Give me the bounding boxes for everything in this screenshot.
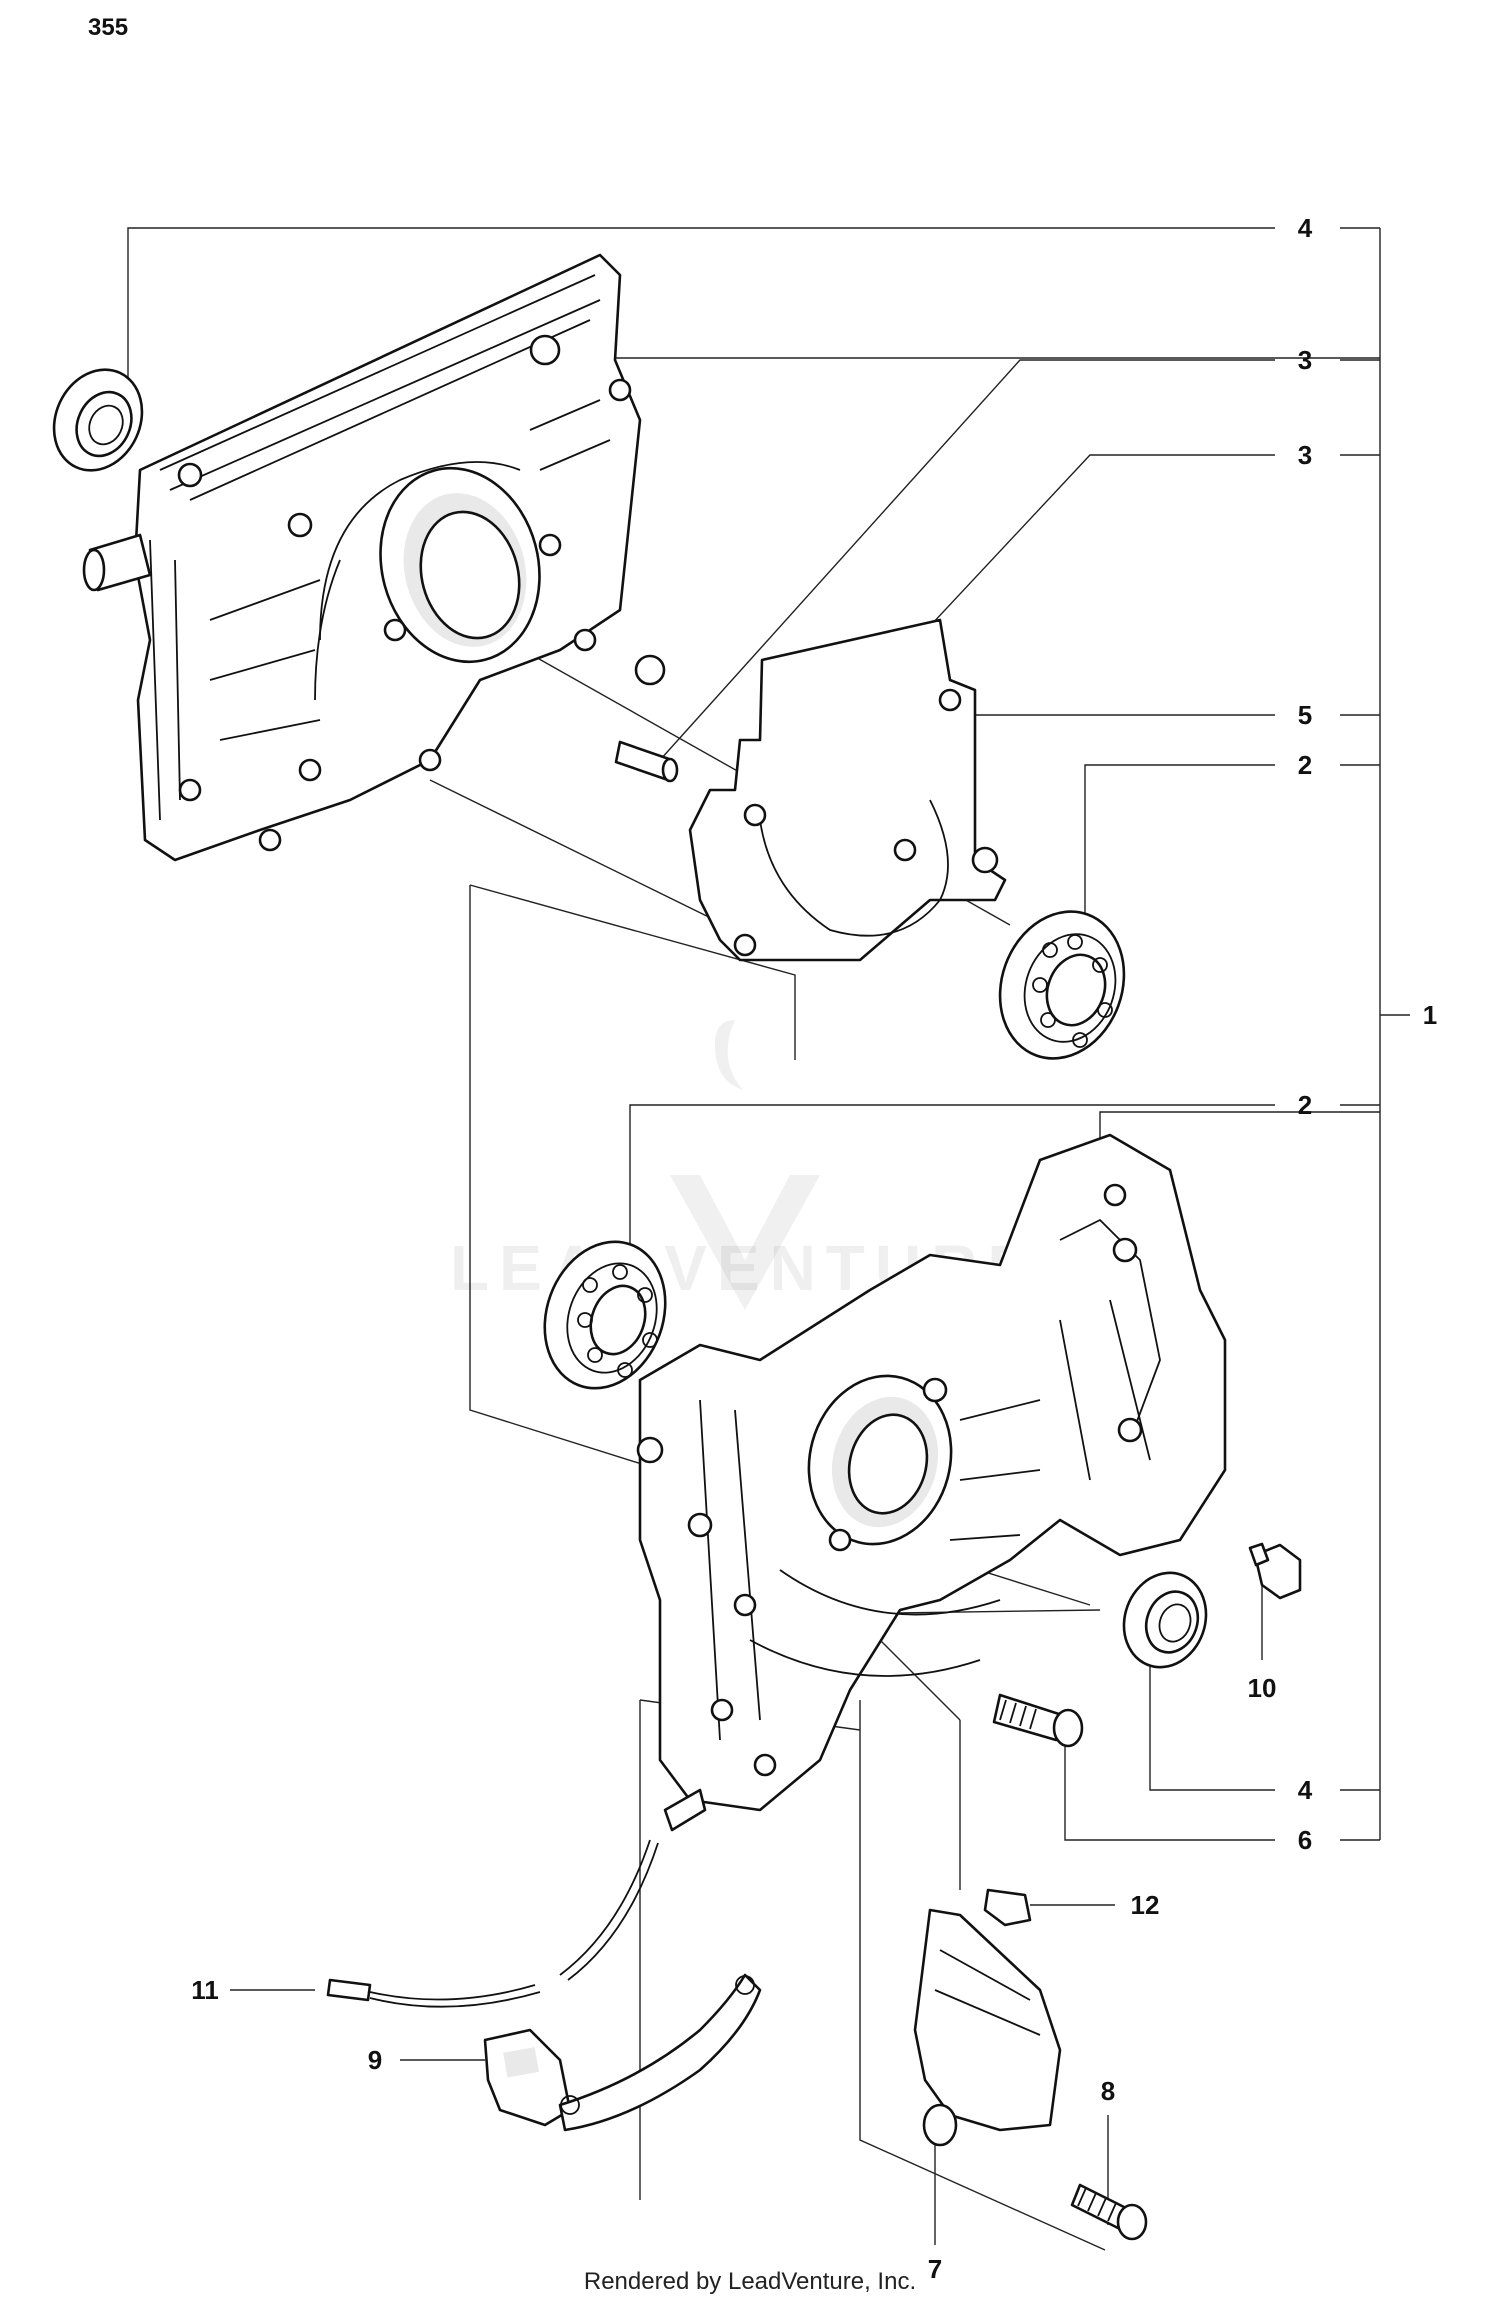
callout-labels: 4 3 3 5 2 1 2 10 4 6 12 11 9 8 7 [191,213,1437,2284]
callout-4-top: 4 [1298,213,1313,243]
cable-11 [326,1788,707,2008]
callout-7: 7 [928,2254,942,2284]
nipple-fitting [1248,1542,1302,1600]
callout-12: 12 [1131,1890,1160,1920]
crankcase-upper [82,253,666,862]
callout-10: 10 [1248,1673,1277,1703]
ball-bearing-bottom [543,1240,667,1390]
screw-6 [992,1693,1084,1748]
callout-11: 11 [191,1975,219,2005]
clip-12 [983,1888,1032,1927]
crankcase-lower [636,1133,1227,1812]
callout-4-bottom: 4 [1298,1775,1313,1805]
callout-5: 5 [1298,700,1312,730]
callout-9: 9 [368,2045,382,2075]
oil-seal-top [52,368,144,472]
callout-3-b: 3 [1298,440,1312,470]
ball-bearing-top [998,910,1126,1060]
bracket-9 [483,1973,762,2132]
dowel-pin-a [614,740,679,783]
callout-6: 6 [1298,1825,1312,1855]
callout-2-bottom: 2 [1298,1090,1312,1120]
page-number: 355 [88,14,129,41]
footer-credit: Rendered by LeadVenture, Inc. [583,2268,917,2295]
oil-seal-bottom [1122,1571,1208,1669]
callout-3-a: 3 [1298,345,1312,375]
gasket [688,618,1007,962]
callout-8: 8 [1101,2076,1115,2106]
callout-1: 1 [1423,1000,1437,1030]
cover-plate-7 [913,1908,1062,2147]
screw-8 [1070,2183,1148,2241]
callout-2-top: 2 [1298,750,1312,780]
